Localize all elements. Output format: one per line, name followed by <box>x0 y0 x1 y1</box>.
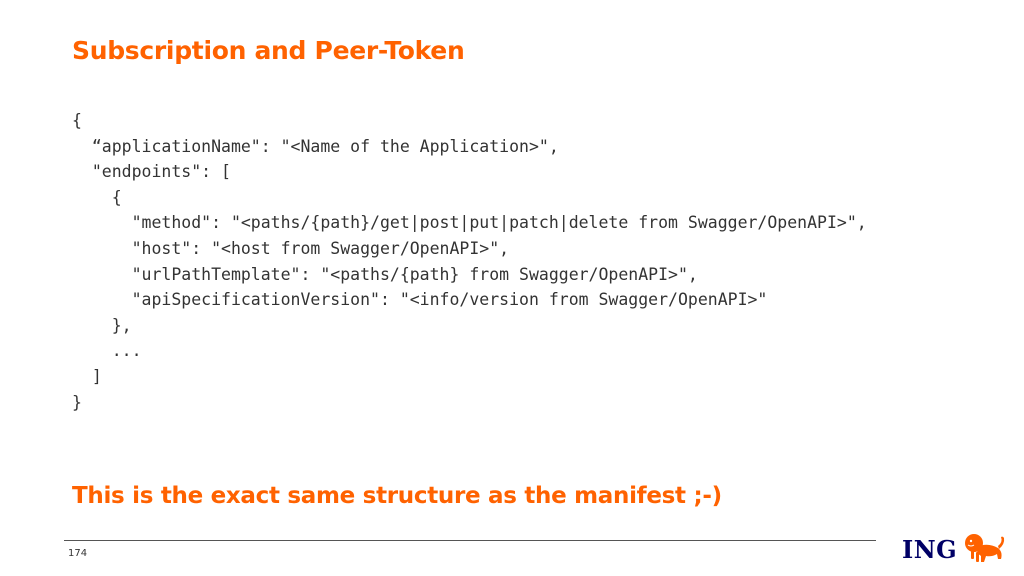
code-line: ] <box>72 366 102 386</box>
code-line: }, <box>72 315 132 335</box>
code-line: "host": "<host from Swagger/OpenAPI>", <box>72 238 510 258</box>
code-block: { “applicationName": "<Name of the Appli… <box>72 108 867 415</box>
bottom-note: This is the exact same structure as the … <box>72 483 722 509</box>
code-line: { <box>72 111 82 130</box>
footer-divider <box>64 540 876 541</box>
code-line: } <box>72 392 82 412</box>
brand-logo: ING <box>902 530 1006 568</box>
code-line: "urlPathTemplate": "<paths/{path} from S… <box>72 264 698 284</box>
code-line: { <box>72 187 122 207</box>
lion-icon <box>965 534 1005 562</box>
code-line: "apiSpecificationVersion": "<info/versio… <box>72 290 768 310</box>
page-number: 174 <box>68 548 88 559</box>
code-line: ... <box>72 341 142 361</box>
slide-title: Subscription and Peer-Token <box>72 36 465 65</box>
code-line: “applicationName": "<Name of the Applica… <box>72 136 559 156</box>
brand-wordmark: ING <box>902 534 958 564</box>
code-line: "endpoints": [ <box>72 162 231 182</box>
code-line: "method": "<paths/{path}/get|post|put|pa… <box>72 213 867 233</box>
